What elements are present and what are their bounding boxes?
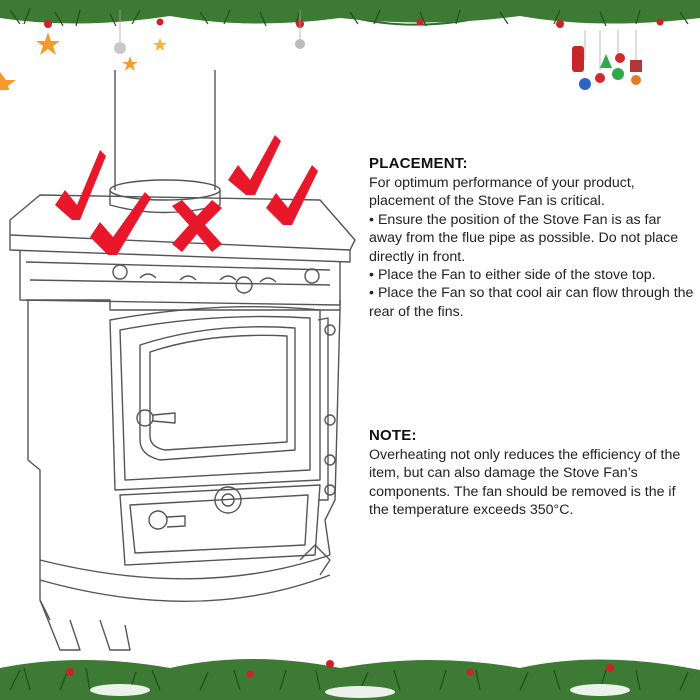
list-item: •Place the Fan so that cool air can flow… (369, 285, 694, 320)
list-item: •Place the Fan to either side of the sto… (369, 267, 656, 284)
note-section: NOTE: Overheating not only reduces the e… (369, 427, 695, 520)
list-item: •Ensure the position of the Stove Fan is… (369, 211, 679, 265)
placement-intro: For optimum performance of your product,… (369, 175, 635, 210)
check-mark-icon (228, 135, 281, 195)
placement-bullets: •Ensure the position of the Stove Fan is… (369, 211, 695, 321)
top-pine-garland (0, 0, 700, 90)
stove-illustration (9, 70, 356, 651)
check-mark-icon (90, 192, 151, 255)
note-heading: NOTE: (369, 427, 417, 444)
star-icon (0, 32, 167, 90)
check-mark-icon (266, 165, 318, 225)
placement-heading: PLACEMENT: (369, 155, 468, 172)
cross-mark-icon (172, 200, 222, 252)
ornament-icon (114, 39, 642, 90)
bottom-pine-garland (0, 659, 700, 700)
placement-section: PLACEMENT: For optimum performance of yo… (369, 155, 695, 321)
note-body: Overheating not only reduces the efficie… (369, 447, 681, 519)
check-mark-icon (55, 150, 106, 220)
